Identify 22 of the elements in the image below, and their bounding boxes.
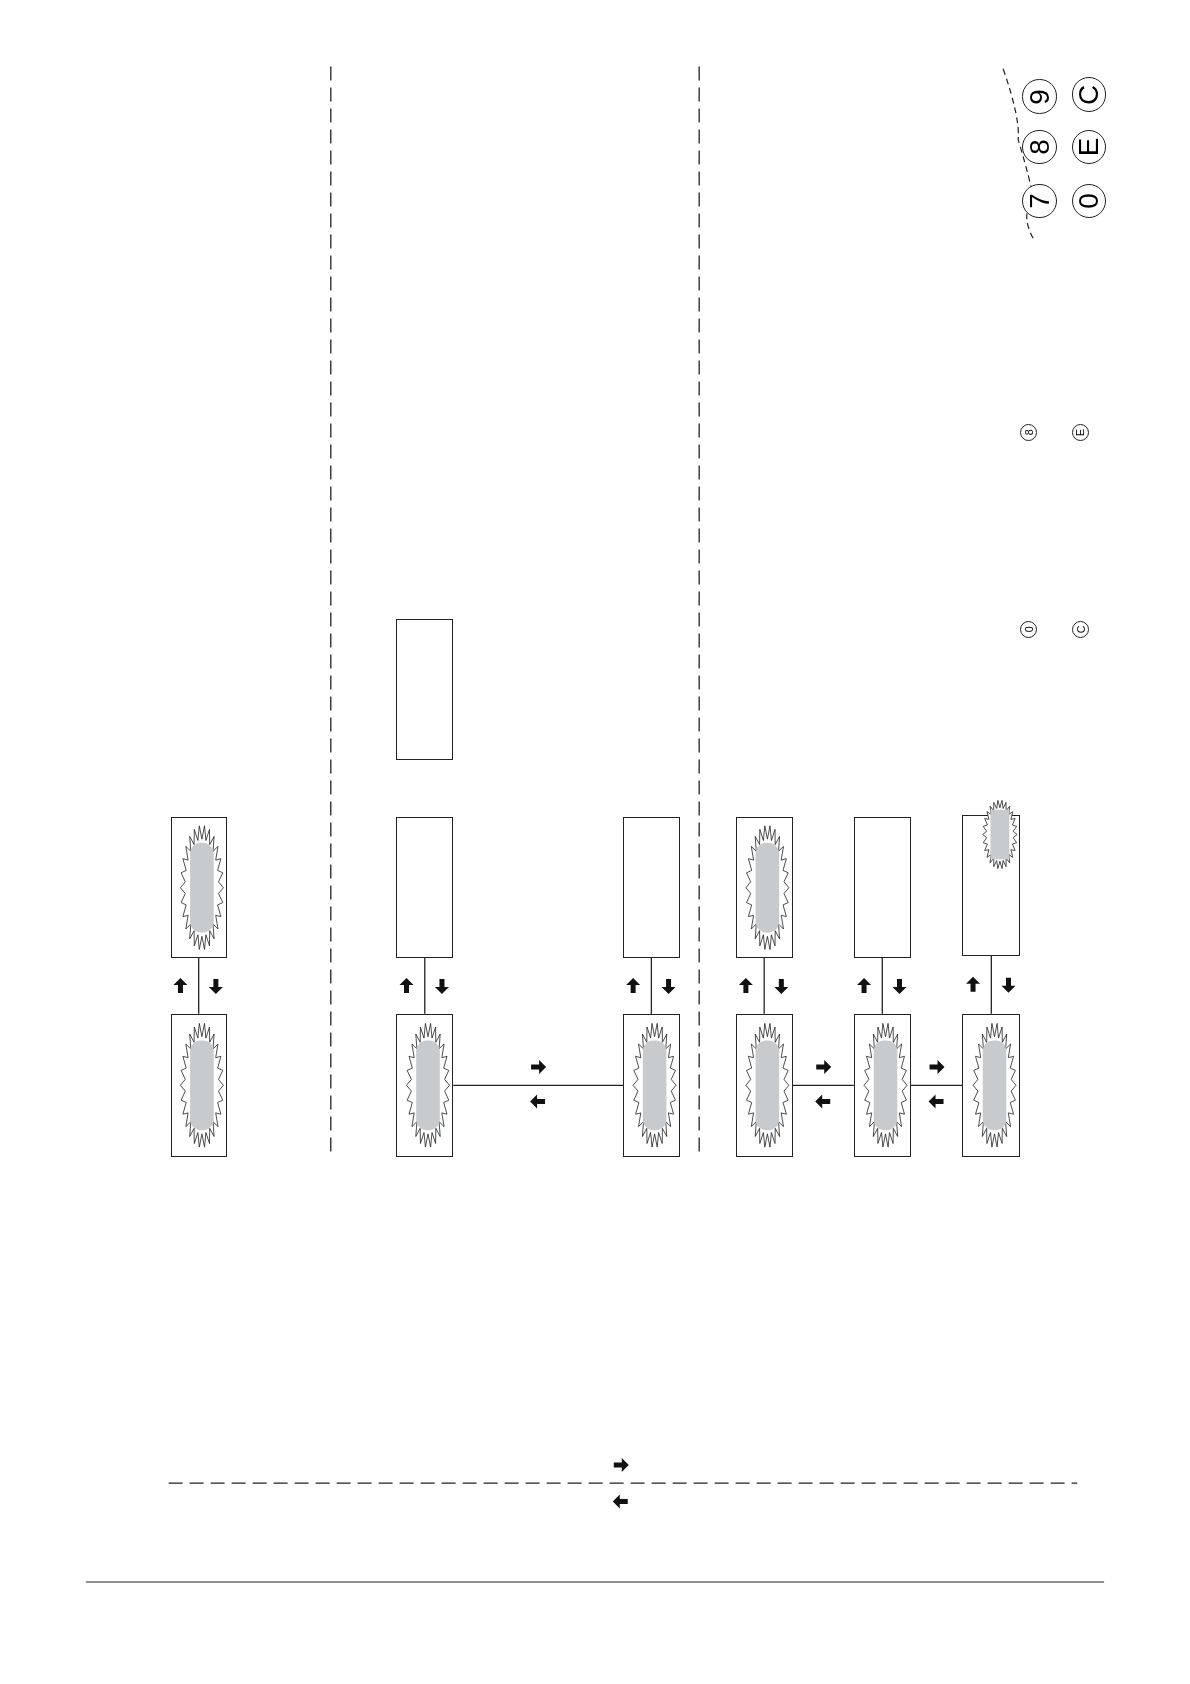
connector-line — [791, 1084, 855, 1086]
display-box — [396, 618, 454, 761]
connector-line — [424, 957, 426, 1015]
display-box — [622, 817, 680, 958]
connector-line — [990, 955, 992, 1015]
key-button: C — [1071, 620, 1089, 638]
connector-line — [650, 957, 653, 1015]
key-button: 0 — [1071, 183, 1107, 218]
connector-line — [198, 957, 200, 1015]
key-button: 9 — [1022, 79, 1057, 114]
connector-line — [763, 957, 765, 1015]
key-button: 0 — [1020, 620, 1038, 638]
key-button: 8 — [1020, 424, 1038, 442]
display-box — [853, 817, 911, 958]
display-box — [396, 817, 454, 958]
key-button: E — [1071, 129, 1107, 165]
connector-line — [452, 1084, 624, 1086]
key-button: E — [1071, 424, 1089, 442]
key-button: C — [1071, 77, 1107, 112]
key-button: 8 — [1022, 129, 1057, 165]
connector-line — [881, 957, 883, 1015]
key-button: 7 — [1022, 183, 1057, 218]
